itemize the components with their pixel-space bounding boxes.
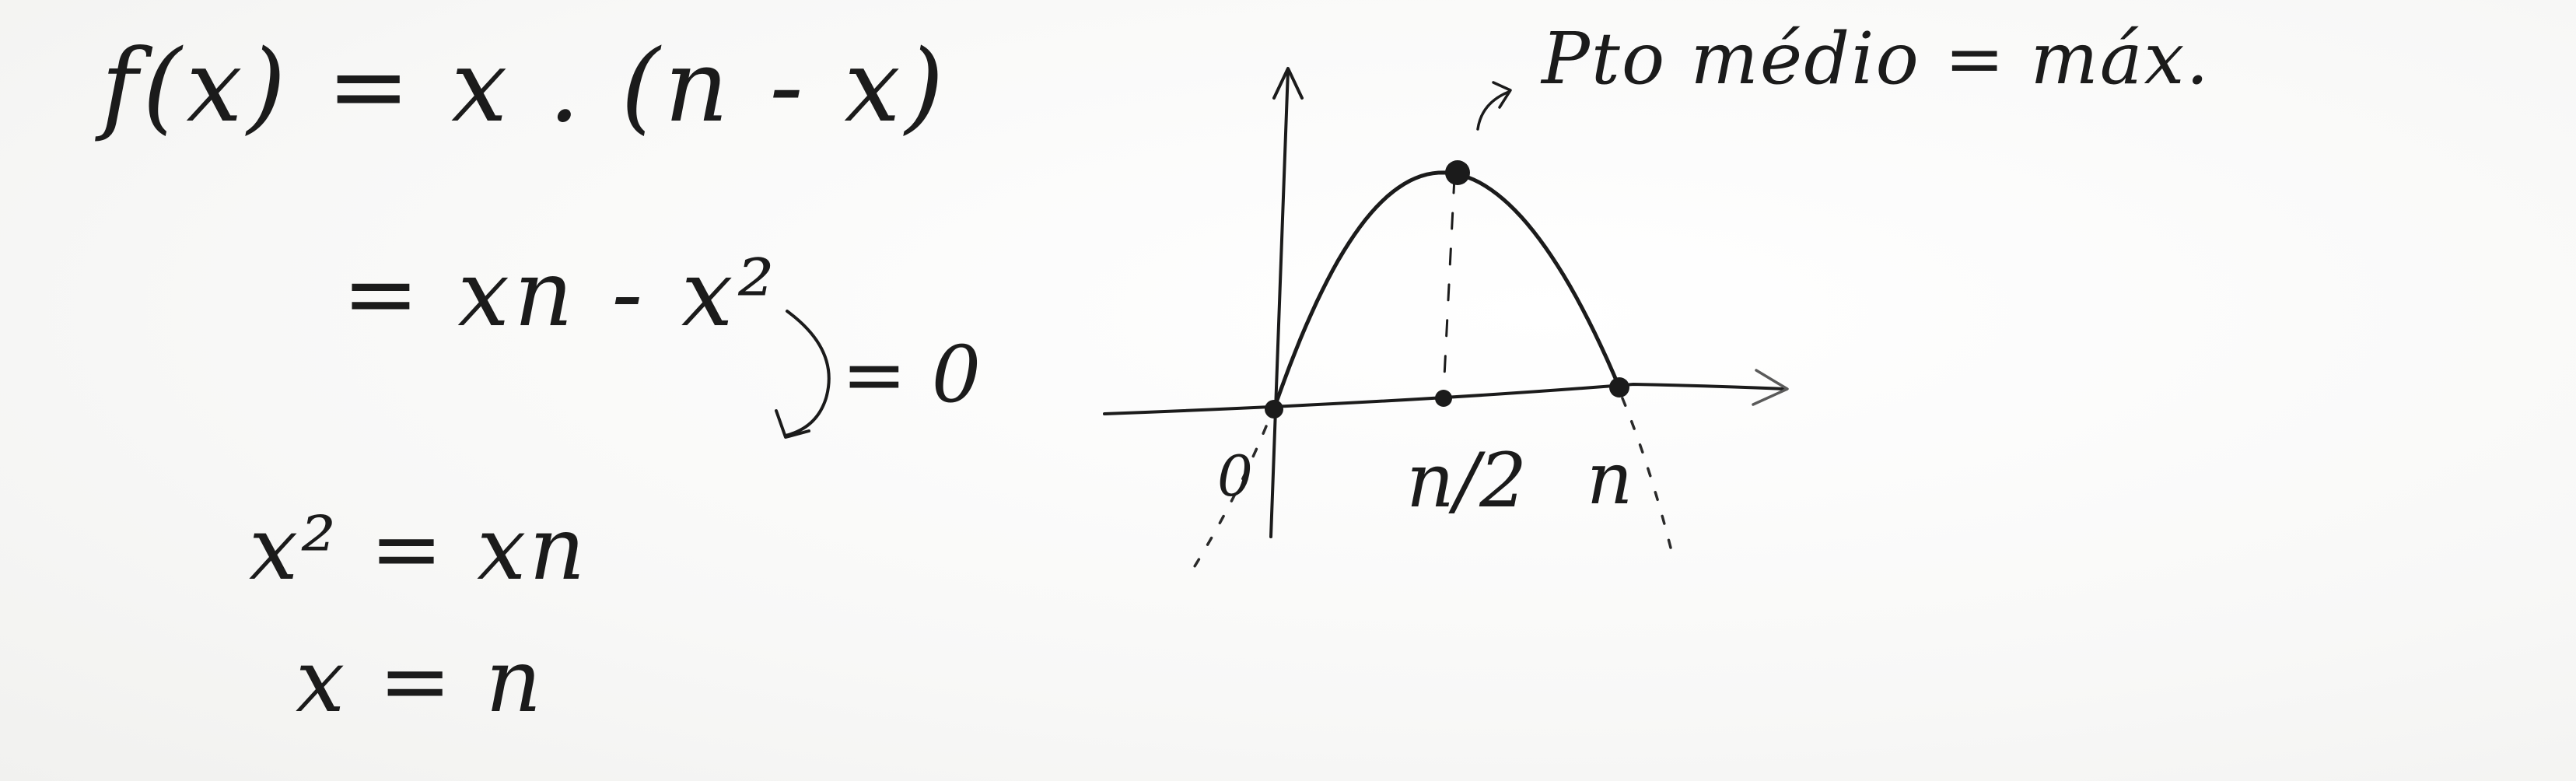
annotation-arrowhead: [1492, 81, 1512, 109]
equation-expanded: = xn - x²: [342, 240, 779, 347]
bracket-arrow: [784, 310, 831, 437]
vertex-point: [1445, 160, 1470, 185]
parabola-continuation-right: [1621, 397, 1674, 555]
equation-solution: x = n: [296, 631, 545, 732]
half-point: [1435, 390, 1452, 407]
x-axis: [1103, 382, 1787, 415]
bracket-arrowhead: [775, 409, 810, 439]
y-axis-arrowhead: [1272, 67, 1304, 100]
equation-x-squared: x² = xn: [249, 499, 589, 600]
parabola-continuation-left: [1193, 425, 1268, 568]
y-axis: [1269, 68, 1290, 538]
max-annotation: Pto médio = máx.: [1542, 17, 2210, 100]
tick-label-origin: 0: [1217, 443, 1253, 509]
parabola-curve: [1272, 170, 1622, 412]
origin-point: [1265, 400, 1283, 419]
x-axis-arrowhead: [1752, 369, 1789, 406]
root-point: [1609, 377, 1629, 398]
equation-function-definition: f(x) = x . (n - x): [101, 29, 949, 145]
tick-label-n: n: [1587, 437, 1633, 520]
tick-label-half: n/2: [1406, 437, 1528, 524]
annotation-arrow: [1476, 90, 1510, 131]
equation-equals-zero: = 0: [842, 329, 982, 420]
vertex-dashed-line: [1442, 176, 1456, 394]
